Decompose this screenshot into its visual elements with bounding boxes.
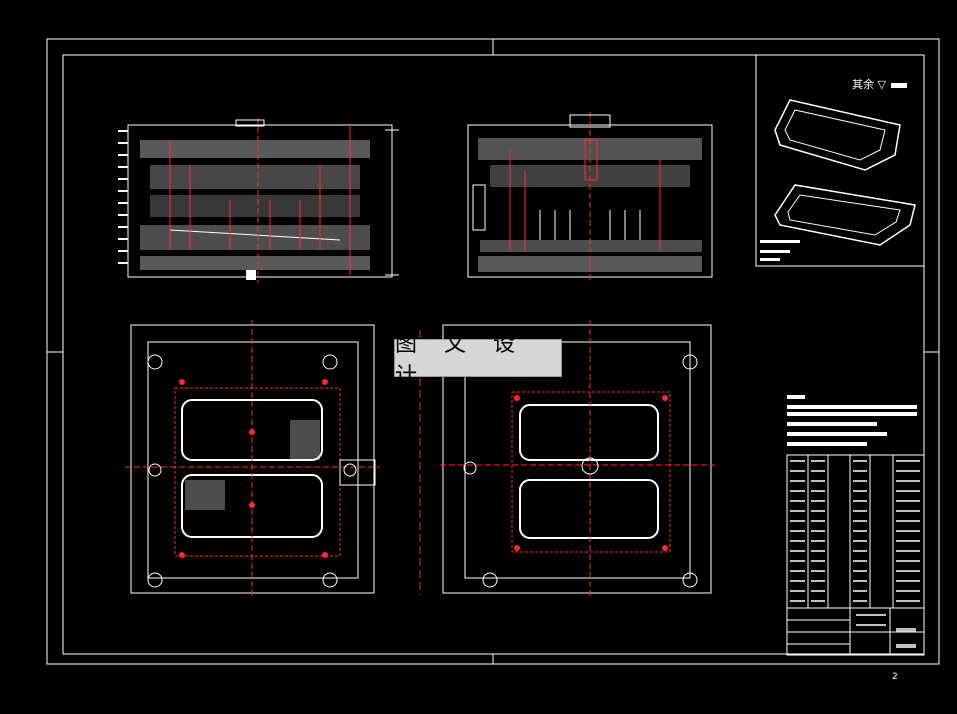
section-view-a (118, 118, 399, 283)
roughness-value-box (891, 82, 908, 88)
technical-notes (787, 395, 917, 446)
part-isometric-view (755, 54, 925, 267)
parts-list-rows (790, 460, 920, 648)
watermark-label: 图 文 设 计 (394, 332, 562, 389)
roughness-symbol-icon: ▽ (877, 78, 886, 91)
sheet-number: 2 (892, 672, 898, 682)
surface-roughness-note: 其余 ▽ (852, 76, 908, 92)
sheet-number-value: 2 (892, 672, 898, 682)
parts-list-table (786, 454, 925, 656)
plan-view-fixed-half (419, 320, 715, 598)
roughness-note-text: 其余 (852, 78, 874, 91)
plan-view-moving-half (125, 320, 380, 598)
drawing-frame (46, 38, 940, 665)
section-view-b (467, 112, 713, 283)
